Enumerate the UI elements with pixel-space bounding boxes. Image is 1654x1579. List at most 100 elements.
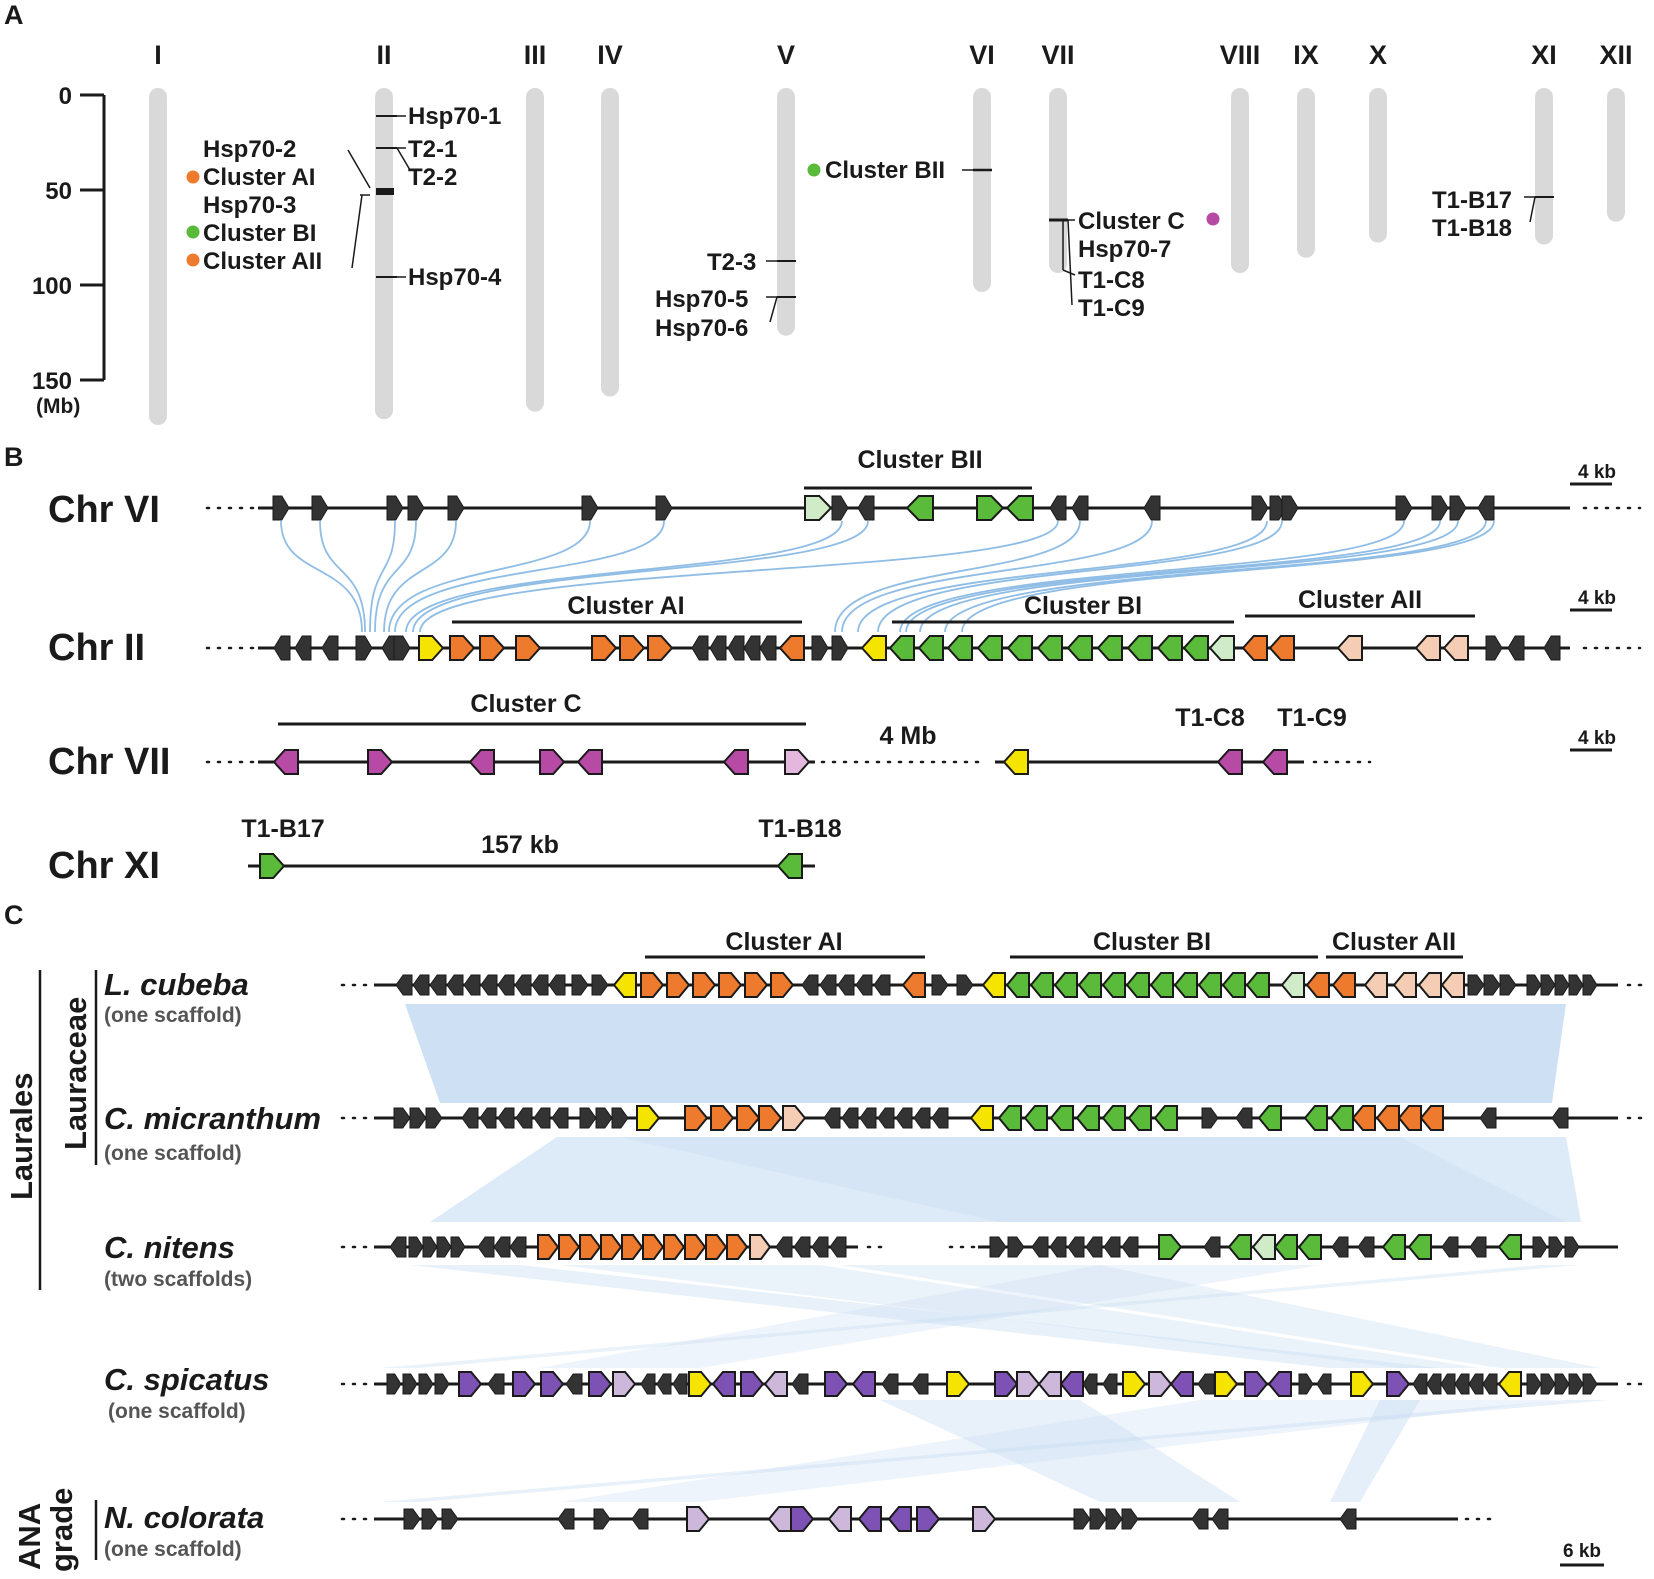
chrom-label-ix: IX bbox=[1293, 40, 1319, 70]
c-micranthum-gene-12 bbox=[611, 1107, 629, 1129]
c-nitens-gene-2 bbox=[408, 1236, 424, 1258]
synteny-link-6 bbox=[388, 520, 591, 633]
n-colorata-gene-12 bbox=[887, 1506, 912, 1532]
chr-ii-gene-41 bbox=[1507, 635, 1525, 661]
c-nitens-gene-15 bbox=[663, 1234, 686, 1260]
l-cubeba-gene-30 bbox=[1029, 972, 1054, 998]
l-cubeba-gene-48 bbox=[1483, 974, 1501, 996]
chr-ii-gene-18 bbox=[759, 635, 777, 661]
chrom-label-xii: XII bbox=[1599, 40, 1632, 70]
n-colorata-gene-1 bbox=[403, 1508, 421, 1530]
chr-ii-gene-15 bbox=[709, 635, 727, 661]
l-cubeba-gene-17 bbox=[718, 972, 743, 998]
chromosome-i bbox=[149, 88, 167, 425]
gene-label-cluster-c: Cluster C bbox=[1078, 208, 1185, 235]
c-nitens-gene-46 bbox=[1548, 1236, 1564, 1258]
c-micranthum-gene-38 bbox=[1329, 1105, 1354, 1131]
c-nitens-gene-39 bbox=[1357, 1236, 1375, 1258]
c-nitens-gene-26 bbox=[1031, 1236, 1049, 1258]
chr-xi-gene-2 bbox=[776, 853, 803, 879]
l-cubeba-gene-15 bbox=[666, 972, 691, 998]
c-micranthum-gene-36 bbox=[1257, 1105, 1282, 1131]
c-nitens-gene-41 bbox=[1407, 1234, 1432, 1260]
c-spicatus-gene-39 bbox=[1316, 1373, 1332, 1395]
chr-ii-gene-14 bbox=[691, 635, 709, 661]
c-nitens-gene-22 bbox=[811, 1236, 829, 1258]
group-grade: grade bbox=[44, 1488, 79, 1572]
dot-cluster-bi bbox=[186, 225, 200, 239]
c-nitens-gene-31 bbox=[1121, 1236, 1139, 1258]
gene-label-cluster-bii: Cluster BII bbox=[825, 157, 945, 184]
c-spicatus-gene-31 bbox=[1122, 1371, 1147, 1397]
cluster-aii-label: Cluster AII bbox=[1298, 586, 1422, 614]
scale-tick-50: 50 bbox=[45, 178, 72, 205]
chr-vi-gene-12 bbox=[976, 495, 1005, 521]
species-note-n-colorata: (one scaffold) bbox=[104, 1538, 242, 1561]
n-colorata-gene-2 bbox=[421, 1508, 439, 1530]
l-cubeba-gene-40 bbox=[1280, 972, 1305, 998]
scale-unit: (Mb) bbox=[36, 395, 80, 418]
chr-ii-gene-9 bbox=[479, 635, 506, 661]
chr-ii-label: Chr II bbox=[48, 627, 145, 669]
c-nitens-gene-27 bbox=[1049, 1236, 1067, 1258]
gene-label-b-t1-c9: T1-C9 bbox=[1277, 704, 1346, 732]
ribbon-n-s-3 bbox=[840, 1265, 1600, 1368]
ribbon-s-nc-1 bbox=[380, 1400, 1610, 1502]
c-spicatus-gene-20 bbox=[824, 1371, 849, 1397]
c-nitens-gene-9 bbox=[537, 1234, 560, 1260]
c-nitens-gene-25 bbox=[1007, 1236, 1025, 1258]
chromosome-xi bbox=[1535, 88, 1553, 245]
c-nitens-gene-17 bbox=[705, 1234, 728, 1260]
chr-vii-gene-8 bbox=[1002, 749, 1029, 775]
c-spicatus-gene-12 bbox=[640, 1373, 656, 1395]
l-cubeba-gene-11 bbox=[571, 974, 589, 996]
c-nitens-gene-47 bbox=[1564, 1236, 1580, 1258]
l-cubeba-gene-49 bbox=[1499, 974, 1517, 996]
gene-label-hsp70-5: Hsp70-5 bbox=[655, 286, 748, 313]
chr-ii-gene-8 bbox=[449, 635, 476, 661]
n-colorata-gene-19 bbox=[1191, 1508, 1209, 1530]
l-cubeba-gene-9 bbox=[531, 974, 549, 996]
leader-hsp70-2 bbox=[347, 149, 371, 189]
chr-ii-gene-6 bbox=[393, 635, 411, 661]
chr-vii-gene-5 bbox=[576, 749, 603, 775]
synteny-link-16 bbox=[905, 520, 1441, 633]
species-note-l-cubeba: (one scaffold) bbox=[104, 1004, 242, 1027]
c-micranthum-gene-8 bbox=[533, 1107, 551, 1129]
c-micranthum-gene-22 bbox=[877, 1107, 895, 1129]
n-colorata-gene-20 bbox=[1211, 1508, 1229, 1530]
l-cubeba-gene-37 bbox=[1197, 972, 1222, 998]
synteny-link-1 bbox=[280, 520, 363, 633]
c-nitens-gene-23 bbox=[829, 1236, 847, 1258]
chr-vi-gene-20 bbox=[1395, 495, 1413, 521]
n-colorata-gene-15 bbox=[1073, 1508, 1091, 1530]
c-spicatus-gene-16 bbox=[711, 1371, 736, 1397]
panel-label-c: C bbox=[4, 900, 24, 930]
chr-vii-gene-4 bbox=[539, 749, 566, 775]
c-nitens-gene-45 bbox=[1532, 1236, 1548, 1258]
l-cubeba-gene-22 bbox=[837, 974, 855, 996]
c-micranthum-gene-41 bbox=[1397, 1105, 1422, 1131]
c-nitens-gene-10 bbox=[558, 1234, 581, 1260]
c-micranthum-gene-25 bbox=[931, 1107, 949, 1129]
n-colorata-gene-9 bbox=[790, 1506, 815, 1532]
chr-ii-gene-19 bbox=[778, 635, 805, 661]
c-spicatus-gene-22 bbox=[881, 1373, 899, 1395]
chr-vi-gene-2 bbox=[311, 495, 329, 521]
chr-ii-gene-17 bbox=[743, 635, 761, 661]
c-micranthum-gene-17 bbox=[758, 1105, 783, 1131]
chr-ii-gene-11 bbox=[591, 635, 618, 661]
chr-ii-gene-42 bbox=[1543, 635, 1561, 661]
chr-ii-gene-30 bbox=[1096, 635, 1123, 661]
c-nitens-gene-12 bbox=[600, 1234, 623, 1260]
c-micranthum-gene-30 bbox=[1075, 1105, 1100, 1131]
tick-hsp70-6 bbox=[769, 296, 778, 323]
gene-label-hsp70-3: Hsp70-3 bbox=[203, 192, 296, 219]
chr-ii-gene-1 bbox=[273, 635, 291, 661]
tick-t1-c9 bbox=[1067, 219, 1073, 306]
c-spicatus-gene-26 bbox=[1016, 1371, 1041, 1397]
l-cubeba-gene-12 bbox=[591, 974, 609, 996]
gene-label-b-t1-b18: T1-B18 bbox=[758, 815, 841, 843]
c-cluster-ai-label: Cluster AI bbox=[725, 928, 842, 956]
l-cubeba-gene-35 bbox=[1149, 972, 1174, 998]
